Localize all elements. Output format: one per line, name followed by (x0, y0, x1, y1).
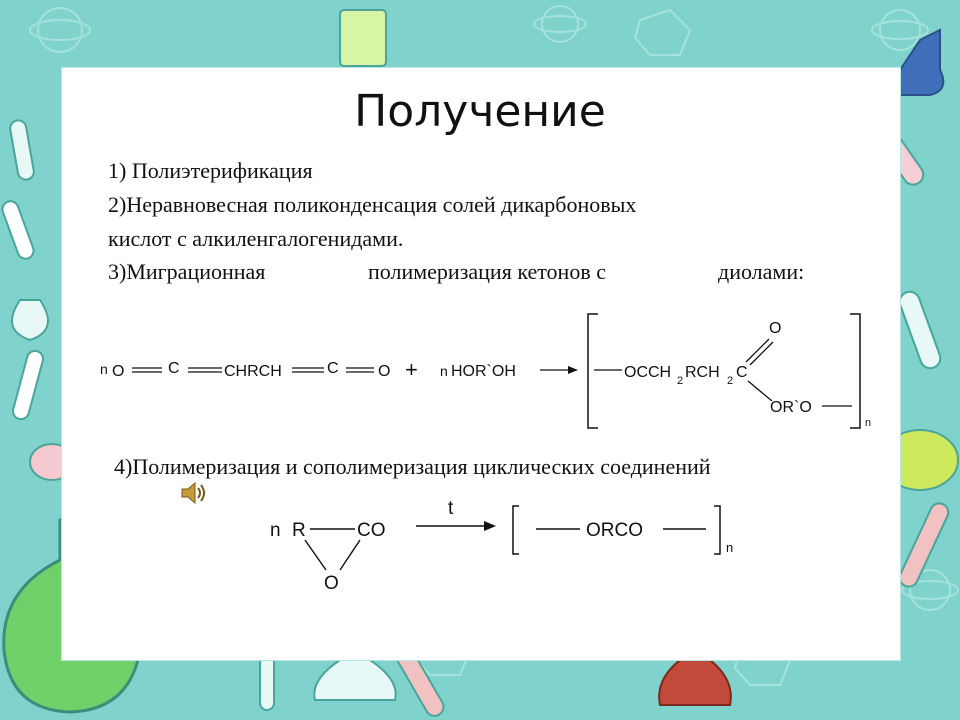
r2-n: n (270, 520, 281, 541)
item-3-part-c: диолами: (718, 259, 805, 284)
r1-coef-n: n (100, 361, 108, 377)
r2-orco: ORCO (586, 520, 643, 541)
r1-p-rch: RCH (685, 364, 720, 381)
r2-co: CO (357, 520, 386, 541)
r1-c2: C (327, 360, 339, 377)
reaction-1: n O C CHRCH C O + n HOR`OH OCCH 2 RCH 2 … (100, 313, 871, 429)
r1-o2: O (378, 363, 390, 380)
speaker-icon[interactable] (178, 478, 208, 508)
page-title: Получение (354, 86, 606, 137)
r1-chrch: CHRCH (224, 363, 282, 380)
r1-p-n: n (865, 417, 871, 429)
r2-o: O (324, 573, 339, 594)
content-card (62, 68, 900, 660)
item-3-part-a: 3)Миграционная (108, 259, 266, 284)
r1-p-sub2: 2 (727, 375, 733, 387)
item-3-part-b: полимеризация кетонов с (368, 259, 606, 284)
r1-p-c: C (736, 364, 748, 381)
item-4: 4)Полимеризация и сополимеризация циклич… (114, 454, 711, 479)
r1-diol: HOR`OH (451, 363, 516, 380)
r1-p-sub1: 2 (677, 375, 683, 387)
r1-plus: + (405, 357, 418, 382)
r2-t: t (448, 498, 454, 519)
item-2-cont: кислот с алкиленгалогенидами. (108, 226, 404, 251)
r2-sub-n: n (726, 540, 733, 555)
item-1: 1) Полиэтерификация (108, 158, 313, 183)
r1-p-occh: OCCH (624, 364, 671, 381)
r1-c1: C (168, 360, 180, 377)
r1-p-o: O (769, 320, 781, 337)
r1-o1: O (112, 363, 124, 380)
reaction-2: n R CO O t ORCO n (270, 498, 733, 594)
item-2: 2)Неравновесная поликонденсация солей ди… (108, 192, 637, 217)
r2-r: R (292, 520, 306, 541)
r1-p-or: OR`O (770, 399, 812, 416)
r1-n2: n (440, 363, 448, 379)
